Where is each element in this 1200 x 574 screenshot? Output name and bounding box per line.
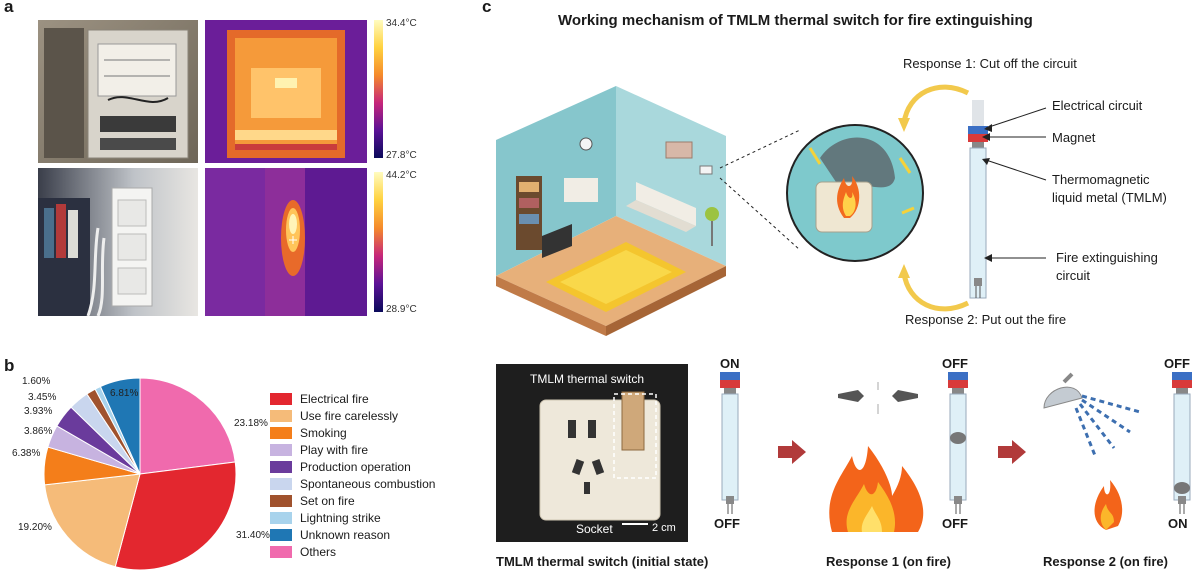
legend-item-unknown-reason: Unknown reason	[270, 528, 390, 542]
legend-swatch	[270, 393, 292, 405]
response-2-arrow	[898, 264, 970, 312]
pie-label-spontaneous-combustion: 3.45%	[28, 392, 56, 403]
arrow-right-1	[778, 440, 806, 464]
pie-label-use-fire-carelessly: 19.20%	[18, 522, 52, 533]
legend-label: Production operation	[300, 460, 411, 474]
pie-label-play-with-fire: 3.86%	[24, 426, 52, 437]
tube-state-2	[948, 372, 968, 514]
response-1-arrow	[898, 84, 970, 132]
legend-item-use-fire-carelessly: Use fire carelessly	[270, 409, 398, 423]
response-1-label: Response 1: Cut off the circuit	[903, 56, 1077, 71]
legend-label: Spontaneous combustion	[300, 477, 436, 491]
temperature-scale-bar-1	[374, 20, 383, 158]
photo-title: TMLM thermal switch	[530, 372, 645, 386]
state-1-bottom: OFF	[714, 516, 740, 531]
tube-state-1	[720, 372, 740, 514]
response-2-label: Response 2: Put out the fire	[905, 312, 1067, 327]
legend-swatch	[270, 495, 292, 507]
legend-label: Lightning strike	[300, 511, 381, 525]
legend-swatch	[270, 410, 292, 422]
legend-swatch	[270, 427, 292, 439]
pie-label-set-on-fire: 1.60%	[22, 376, 50, 387]
sprinkler-icon	[1043, 372, 1141, 459]
unplug-icon	[838, 382, 918, 414]
panel-c-title: Working mechanism of TMLM thermal switch…	[558, 12, 1033, 29]
legend-item-set-on-fire: Set on fire	[270, 494, 355, 508]
pie-label-production-operation: 3.93%	[24, 406, 52, 417]
label-pointers	[982, 107, 1047, 262]
panel-c-letter: c	[482, 0, 492, 16]
legend-item-production-operation: Production operation	[270, 460, 411, 474]
scale-1-max: 34.4°C	[386, 18, 417, 29]
legend-label: Smoking	[300, 426, 347, 440]
state-2-bottom: OFF	[942, 516, 968, 531]
tmlm-label-line1: Thermomagnetic	[1052, 172, 1150, 187]
legend-swatch	[270, 529, 292, 541]
pie-slice-others	[139, 377, 236, 475]
legend-label: Play with fire	[300, 443, 369, 457]
state-1-top: ON	[720, 356, 740, 371]
legend-swatch	[270, 512, 292, 524]
scale-2-max: 44.2°C	[386, 170, 417, 181]
legend-label: Electrical fire	[300, 392, 369, 406]
legend-item-play-with-fire: Play with fire	[270, 443, 368, 457]
photo-socket-label: Socket	[576, 522, 613, 536]
legend-label: Unknown reason	[300, 528, 391, 542]
legend-label: Set on fire	[300, 494, 355, 508]
pie-label-smoking: 6.38%	[12, 448, 40, 459]
legend-swatch	[270, 444, 292, 456]
pie-label-electrical-fire: 31.40%	[236, 530, 270, 541]
legend-label: Use fire carelessly	[300, 409, 399, 423]
fire-icon-large	[829, 446, 924, 532]
fire-socket-zoom	[786, 124, 924, 262]
pie-slice-use-fire-carelessly	[44, 473, 141, 568]
caption-initial-state: TMLM thermal switch (initial state)	[496, 554, 709, 569]
pie-label-unknown-reason: 6.81%	[110, 388, 138, 399]
caption-response-1: Response 1 (on fire)	[826, 554, 951, 569]
state-3-top: OFF	[1164, 356, 1190, 371]
state-3-bottom: ON	[1168, 516, 1188, 531]
electrical-box-photo	[38, 20, 198, 163]
arrow-right-2	[998, 440, 1026, 464]
temperature-scale-bar-2	[374, 172, 383, 312]
pie-chart: 23.18% 31.40% 19.20% 6.38% 3.86% 3.93% 3.45% 1.…	[12, 376, 270, 571]
pie-label-others: 23.18%	[234, 418, 268, 429]
pie-slice-electrical-fire	[114, 461, 237, 571]
zoom-lines	[719, 129, 801, 251]
switch-photo	[496, 364, 688, 542]
legend-item-spontaneous-combustion: Spontaneous combustion	[270, 477, 435, 491]
panel-b-letter: b	[4, 356, 15, 375]
living-room-illustration	[496, 86, 726, 336]
tmlm-label-line2: liquid metal (TMLM)	[1052, 190, 1167, 205]
tmlm-tube-main	[968, 100, 988, 299]
pie-slice-unknown-reason	[99, 377, 141, 475]
electrical-circuit-label: Electrical circuit	[1052, 98, 1143, 113]
panel-a-letter: a	[4, 0, 14, 16]
fire-icon-small	[1094, 480, 1123, 530]
legend-item-others: Others	[270, 545, 336, 559]
legend-swatch	[270, 461, 292, 473]
thermal-image-box	[205, 20, 367, 163]
tube-state-3	[1172, 372, 1192, 514]
magnet-label: Magnet	[1052, 130, 1096, 145]
legend-label: Others	[300, 545, 337, 559]
scale-1-min: 27.8°C	[386, 150, 417, 161]
legend-swatch	[270, 478, 292, 490]
caption-response-2: Response 2 (on fire)	[1043, 554, 1168, 569]
legend-item-electrical-fire: Electrical fire	[270, 392, 369, 406]
legend-item-smoking: Smoking	[270, 426, 347, 440]
legend-item-lightning-strike: Lightning strike	[270, 511, 381, 525]
scale-2-min: 28.9°C	[386, 304, 417, 315]
wall-socket-photo	[38, 168, 198, 316]
state-2-top: OFF	[942, 356, 968, 371]
photo-scale-label: 2 cm	[652, 522, 676, 534]
fire-circuit-label-line2: circuit	[1056, 268, 1090, 283]
fire-circuit-label-line1: Fire extinguishing	[1056, 250, 1158, 265]
legend-swatch	[270, 546, 292, 558]
thermal-image-socket	[205, 168, 367, 316]
